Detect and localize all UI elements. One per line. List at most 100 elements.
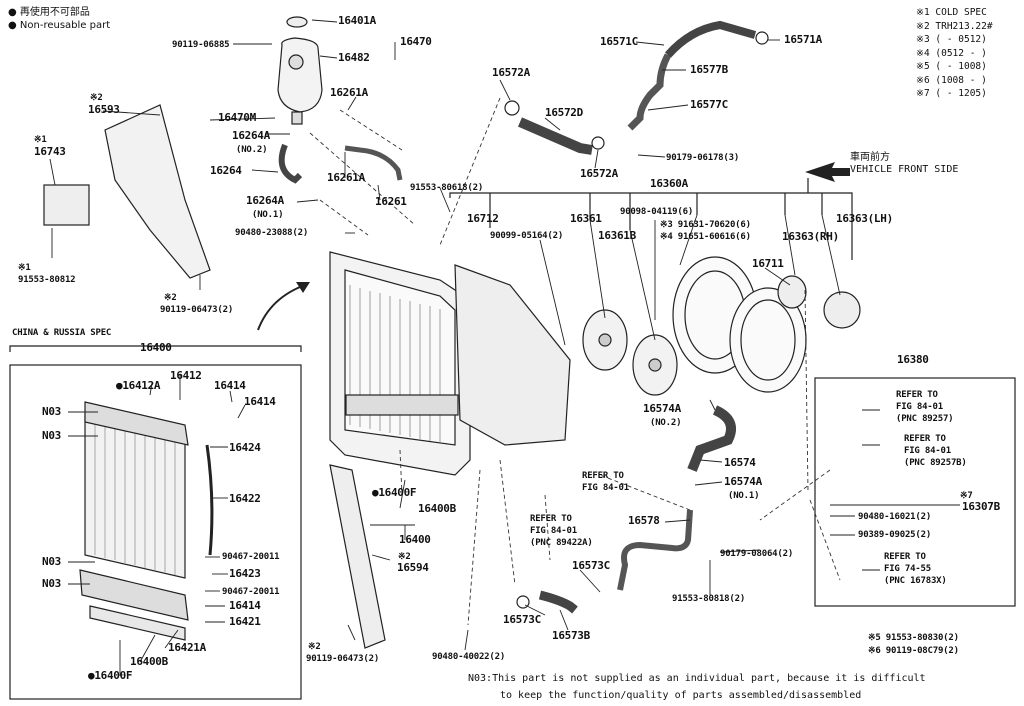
refer3-line1: REFER TO bbox=[884, 552, 926, 562]
part-16594[interactable]: 16594 bbox=[397, 561, 429, 574]
seal-16593 bbox=[104, 104, 211, 279]
note-no2-b: (NO.2) bbox=[650, 418, 682, 428]
part-16712[interactable]: 16712 bbox=[467, 212, 499, 225]
part-16400F-inset[interactable]: ●16400F bbox=[88, 669, 133, 682]
part-16573C-bot[interactable]: 16573C bbox=[503, 613, 541, 626]
note-no1-a: (NO.1) bbox=[252, 210, 284, 220]
part-16424[interactable]: 16424 bbox=[229, 441, 261, 454]
part-16422[interactable]: 16422 bbox=[229, 492, 261, 505]
part-16572A-top[interactable]: 16572A bbox=[492, 66, 530, 79]
part-16401A[interactable]: 16401A bbox=[338, 14, 376, 27]
part-91651-60616[interactable]: ※4 91651-60616(6) bbox=[660, 232, 751, 242]
part-16400B-main[interactable]: 16400B bbox=[418, 502, 456, 515]
note-no1-b: (NO.1) bbox=[728, 491, 760, 501]
part-90179-08064[interactable]: 90179-08064(2) bbox=[720, 549, 794, 559]
part-N03-3[interactable]: N03 bbox=[42, 555, 61, 568]
motor-16363 bbox=[777, 275, 861, 329]
part-91553-80618-top[interactable]: 91553-80618(2) bbox=[410, 183, 484, 193]
part-90480-16021[interactable]: 90480-16021(2) bbox=[858, 512, 932, 522]
part-90119-06885[interactable]: 90119-06885 bbox=[172, 40, 230, 50]
part-16264[interactable]: 16264 bbox=[210, 164, 242, 177]
part-90099-05164[interactable]: 90099-05164(2) bbox=[490, 231, 564, 241]
part-16470[interactable]: 16470 bbox=[400, 35, 432, 48]
part-16482[interactable]: 16482 bbox=[338, 51, 370, 64]
part-90467-20011-b[interactable]: 90467-20011 bbox=[222, 587, 280, 597]
part-91553-80830[interactable]: ※5 91553-80830(2) bbox=[868, 633, 959, 643]
part-16421A[interactable]: 16421A bbox=[168, 641, 206, 654]
note-x1-91553: ※1 bbox=[18, 263, 31, 273]
part-16264A-no2[interactable]: 16264A bbox=[232, 129, 270, 142]
inset-main-partno[interactable]: 16400 bbox=[140, 341, 172, 354]
part-90119-06473-b[interactable]: 90119-06473(2) bbox=[306, 654, 380, 664]
part-N03-2[interactable]: N03 bbox=[42, 429, 61, 442]
part-16574[interactable]: 16574 bbox=[724, 456, 756, 469]
part-90098-04119[interactable]: 90098-04119(6) bbox=[620, 207, 694, 217]
spec-note-7: ※7 ( - 1205) bbox=[916, 88, 987, 99]
note-x2-16593: ※2 bbox=[90, 93, 103, 103]
part-16363-RH[interactable]: 16363(RH) bbox=[782, 230, 839, 243]
part-16414-c[interactable]: 16414 bbox=[229, 599, 261, 612]
part-16593[interactable]: 16593 bbox=[88, 103, 120, 116]
refer-fig-84-01-b[interactable]: REFER TO FIG 84-01 (PNC 89257B) bbox=[904, 433, 967, 469]
part-90119-06473-a[interactable]: 90119-06473(2) bbox=[160, 305, 234, 315]
part-16574A-bot[interactable]: 16574A bbox=[724, 475, 762, 488]
part-16573B[interactable]: 16573B bbox=[552, 629, 590, 642]
refer2-line3: (PNC 89257B) bbox=[904, 458, 967, 468]
refer-fig-84-01-a[interactable]: REFER TO FIG 84-01 (PNC 89257) bbox=[896, 389, 954, 425]
part-16572D[interactable]: 16572D bbox=[545, 106, 583, 119]
part-16414-b[interactable]: 16414 bbox=[244, 395, 276, 408]
part-16361B[interactable]: 16361B bbox=[598, 229, 636, 242]
spec-note-3: ※3 ( - 0512) bbox=[916, 34, 987, 45]
part-16577C[interactable]: 16577C bbox=[690, 98, 728, 111]
part-16571C[interactable]: 16571C bbox=[600, 35, 638, 48]
note-x7: ※7 bbox=[960, 491, 973, 501]
part-16412[interactable]: 16412 bbox=[170, 369, 202, 382]
part-16574A-top[interactable]: 16574A bbox=[643, 402, 681, 415]
hose-16574 bbox=[687, 405, 736, 472]
pipe-16578 bbox=[617, 509, 693, 591]
part-16400-main[interactable]: 16400 bbox=[399, 533, 431, 546]
part-16421[interactable]: 16421 bbox=[229, 615, 261, 628]
part-16743[interactable]: 16743 bbox=[34, 145, 66, 158]
spec-note-6: ※6 (1008 - ) bbox=[916, 74, 987, 86]
part-16577B[interactable]: 16577B bbox=[690, 63, 728, 76]
part-91553-80812[interactable]: 91553-80812 bbox=[18, 275, 76, 285]
part-16261A-mid[interactable]: 16261A bbox=[327, 171, 365, 184]
fan-shroud-16712 bbox=[454, 264, 571, 446]
part-16470M[interactable]: 16470M bbox=[218, 111, 256, 124]
part-16711[interactable]: 16711 bbox=[752, 257, 784, 270]
part-16363-LH[interactable]: 16363(LH) bbox=[836, 212, 893, 225]
part-16423[interactable]: 16423 bbox=[229, 567, 261, 580]
part-16261A-top[interactable]: 16261A bbox=[330, 86, 368, 99]
part-N03-1[interactable]: N03 bbox=[42, 405, 61, 418]
part-91553-80818[interactable]: 91553-80818(2) bbox=[672, 594, 746, 604]
part-16412A[interactable]: ●16412A bbox=[116, 379, 161, 392]
part-90480-40022[interactable]: 90480-40022(2) bbox=[432, 652, 506, 662]
refer-fig-84-01-c[interactable]: REFER TO FIG 84-01 bbox=[582, 470, 629, 494]
part-90467-20011-a[interactable]: 90467-20011 bbox=[222, 552, 280, 562]
part-16380[interactable]: 16380 bbox=[897, 353, 929, 366]
refer-fig-84-01-d[interactable]: REFER TO FIG 84-01 (PNC 89422A) bbox=[530, 513, 593, 549]
part-16360A[interactable]: 16360A bbox=[650, 177, 688, 190]
part-90119-08C79[interactable]: ※6 90119-08C79(2) bbox=[868, 646, 959, 656]
part-16573C-top[interactable]: 16573C bbox=[572, 559, 610, 572]
part-16578[interactable]: 16578 bbox=[628, 514, 660, 527]
refer5-line2: FIG 84-01 bbox=[530, 526, 577, 536]
part-90179-06178[interactable]: 90179-06178(3) bbox=[666, 153, 740, 163]
part-16572A-bot[interactable]: 16572A bbox=[580, 167, 618, 180]
part-N03-4[interactable]: N03 bbox=[42, 577, 61, 590]
refer-fig-74-55[interactable]: REFER TO FIG 74-55 (PNC 16783X) bbox=[884, 551, 947, 587]
refer4-line2: FIG 84-01 bbox=[582, 483, 629, 493]
part-16400F-main[interactable]: ●16400F bbox=[372, 486, 417, 499]
part-16261[interactable]: 16261 bbox=[375, 195, 407, 208]
part-91631-70620[interactable]: ※3 91631-70620(6) bbox=[660, 220, 751, 230]
part-16264A-no1[interactable]: 16264A bbox=[246, 194, 284, 207]
part-16571A[interactable]: 16571A bbox=[784, 33, 822, 46]
part-90480-23088[interactable]: 90480-23088(2) bbox=[235, 228, 309, 238]
note-no2-a: (NO.2) bbox=[236, 145, 268, 155]
part-16361[interactable]: 16361 bbox=[570, 212, 602, 225]
part-16400B-inset[interactable]: 16400B bbox=[130, 655, 168, 668]
part-16414-a[interactable]: 16414 bbox=[214, 379, 246, 392]
part-16307B[interactable]: 16307B bbox=[962, 500, 1000, 513]
part-90389-09025[interactable]: 90389-09025(2) bbox=[858, 530, 932, 540]
